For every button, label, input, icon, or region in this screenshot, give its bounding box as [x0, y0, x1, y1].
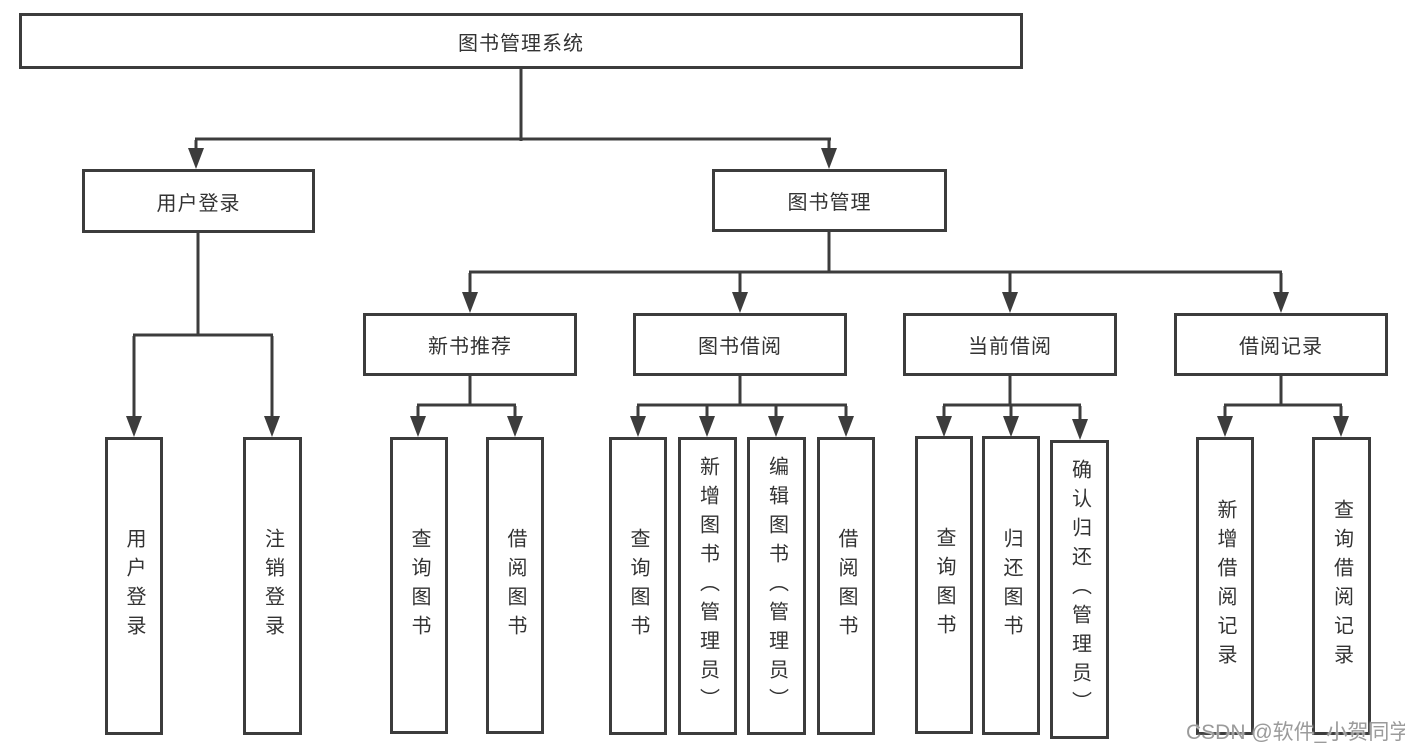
leaf-borrow-edit-book-admin-label: 编辑图书（管理员）: [765, 455, 788, 717]
leaf-recommend-query-book: 查询图书: [390, 437, 448, 734]
csdn-watermark: CSDN @软件_小贺同学: [1186, 721, 1405, 744]
node-new-book-recommend-label: 新书推荐: [428, 336, 512, 358]
leaf-current-query-book: 查询图书: [915, 436, 973, 734]
leaf-borrow-borrow-book-label: 借阅图书: [835, 528, 857, 644]
leaf-recommend-borrow-book-label: 借阅图书: [504, 527, 526, 644]
leaf-recommend-query-book-label: 查询图书: [408, 527, 430, 644]
leaf-user-login-label: 用户登录: [123, 528, 145, 644]
node-user-login-label: 用户登录: [156, 192, 241, 215]
leaf-recommend-borrow-book: 借阅图书: [486, 437, 544, 734]
leaf-current-return-book-label: 归还图书: [1000, 527, 1022, 644]
node-book-borrow: 图书借阅: [633, 313, 847, 376]
leaf-logout: 注销登录: [243, 437, 302, 735]
leaf-current-query-book-label: 查询图书: [933, 527, 955, 643]
node-root-library-system: 图书管理系统: [19, 13, 1023, 69]
node-book-borrow-label: 图书借阅: [698, 336, 782, 358]
leaf-borrow-borrow-book: 借阅图书: [817, 437, 875, 735]
node-book-management: 图书管理: [712, 169, 947, 232]
leaf-current-return-book: 归还图书: [982, 436, 1040, 735]
node-root-label: 图书管理系统: [458, 32, 584, 55]
node-user-login: 用户登录: [82, 169, 315, 233]
node-book-management-label: 图书管理: [787, 192, 872, 214]
node-borrow-records-label: 借阅记录: [1239, 336, 1323, 358]
leaf-records-query-record-label: 查询借阅记录: [1330, 499, 1353, 673]
node-current-borrow: 当前借阅: [903, 313, 1117, 376]
leaf-records-query-record: 查询借阅记录: [1312, 437, 1371, 735]
leaf-borrow-add-book-admin: 新增图书（管理员）: [678, 437, 737, 735]
leaf-user-login: 用户登录: [105, 437, 163, 735]
leaf-current-confirm-return-admin-label: 确认归还（管理员）: [1068, 459, 1091, 720]
node-new-book-recommend: 新书推荐: [363, 313, 577, 376]
leaf-records-add-record: 新增借阅记录: [1196, 437, 1254, 735]
leaf-borrow-query-book: 查询图书: [609, 437, 667, 735]
leaf-borrow-query-book-label: 查询图书: [627, 528, 649, 644]
node-borrow-records: 借阅记录: [1174, 313, 1388, 376]
leaf-current-confirm-return-admin: 确认归还（管理员）: [1050, 440, 1109, 739]
leaf-borrow-add-book-admin-label: 新增图书（管理员）: [696, 455, 719, 717]
leaf-borrow-edit-book-admin: 编辑图书（管理员）: [747, 437, 806, 735]
leaf-records-add-record-label: 新增借阅记录: [1214, 499, 1236, 673]
node-current-borrow-label: 当前借阅: [968, 336, 1052, 358]
leaf-logout-label: 注销登录: [261, 528, 284, 644]
